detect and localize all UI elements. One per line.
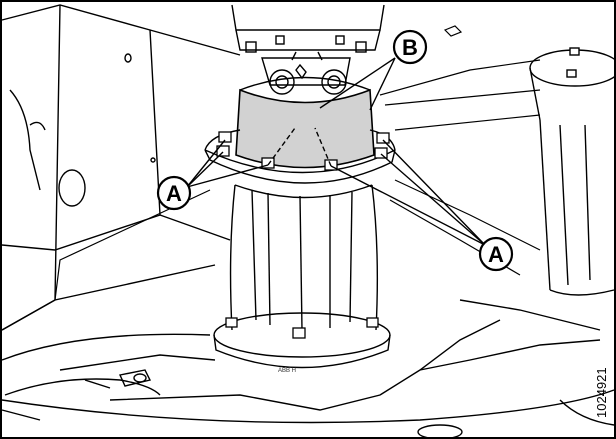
cutter-disc: [1, 299, 615, 439]
leader-lines-a-left: [186, 127, 296, 188]
callout-b-label: B: [402, 35, 418, 60]
callout-a-right: A: [478, 236, 514, 272]
base-bolts: [225, 317, 379, 339]
base-flange: [213, 312, 391, 369]
callout-b: B: [392, 29, 428, 65]
left-frame-panel: [1, 4, 241, 331]
leader-lines-a-right: [314, 127, 486, 246]
background-plate: [379, 25, 541, 131]
callout-a-left: A: [156, 175, 192, 211]
gearbox-top: [231, 4, 385, 95]
right-drum: [529, 47, 616, 296]
callout-a-right-label: A: [488, 242, 504, 267]
part-marking: ABB H: [278, 368, 296, 374]
leader-lines-b: [319, 57, 396, 111]
shield-b: [235, 76, 375, 169]
figure-number: 1024921: [594, 367, 609, 418]
callout-a-left-label: A: [166, 181, 182, 206]
spindle-column: [229, 184, 379, 331]
